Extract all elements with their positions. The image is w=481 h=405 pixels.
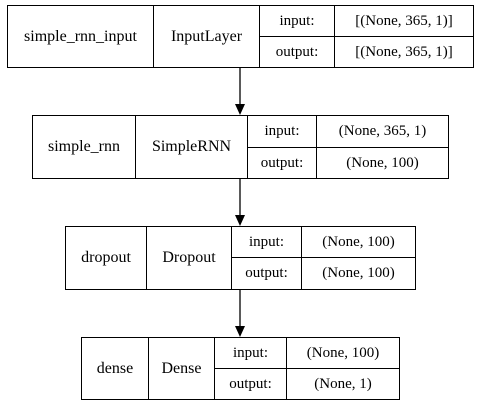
output-label: output: xyxy=(231,257,302,290)
edge-simple_rnn_input-to-simple_rnn xyxy=(235,68,245,115)
output-shape: (None, 1) xyxy=(286,368,400,400)
edge-dropout-to-dense xyxy=(235,290,245,337)
input-label: input: xyxy=(247,115,317,148)
edge-simple_rnn-to-dropout xyxy=(235,178,245,226)
output-shape: (None, 100) xyxy=(301,257,416,290)
layer-type: InputLayer xyxy=(153,5,260,68)
output-label: output: xyxy=(214,368,287,400)
input-shape: (None, 365, 1) xyxy=(316,115,449,148)
output-label: output: xyxy=(259,36,335,68)
layer-name: dense xyxy=(81,337,149,400)
output-label: output: xyxy=(247,147,317,179)
layer-name: dropout xyxy=(65,226,147,290)
output-shape: (None, 100) xyxy=(316,147,449,179)
output-shape: [(None, 365, 1)] xyxy=(334,36,474,68)
layer-type: Dense xyxy=(148,337,215,400)
arrowhead-icon xyxy=(235,215,245,226)
layer-name: simple_rnn_input xyxy=(7,5,154,68)
layer-type: Dropout xyxy=(146,226,232,290)
input-label: input: xyxy=(259,5,335,37)
input-shape: (None, 100) xyxy=(301,226,416,258)
arrowhead-icon xyxy=(235,104,245,115)
input-shape: [(None, 365, 1)] xyxy=(334,5,474,37)
input-label: input: xyxy=(214,337,287,369)
layer-name: simple_rnn xyxy=(32,115,136,179)
input-label: input: xyxy=(231,226,302,258)
input-shape: (None, 100) xyxy=(286,337,400,369)
layer-type: SimpleRNN xyxy=(135,115,248,179)
arrowhead-icon xyxy=(235,326,245,337)
